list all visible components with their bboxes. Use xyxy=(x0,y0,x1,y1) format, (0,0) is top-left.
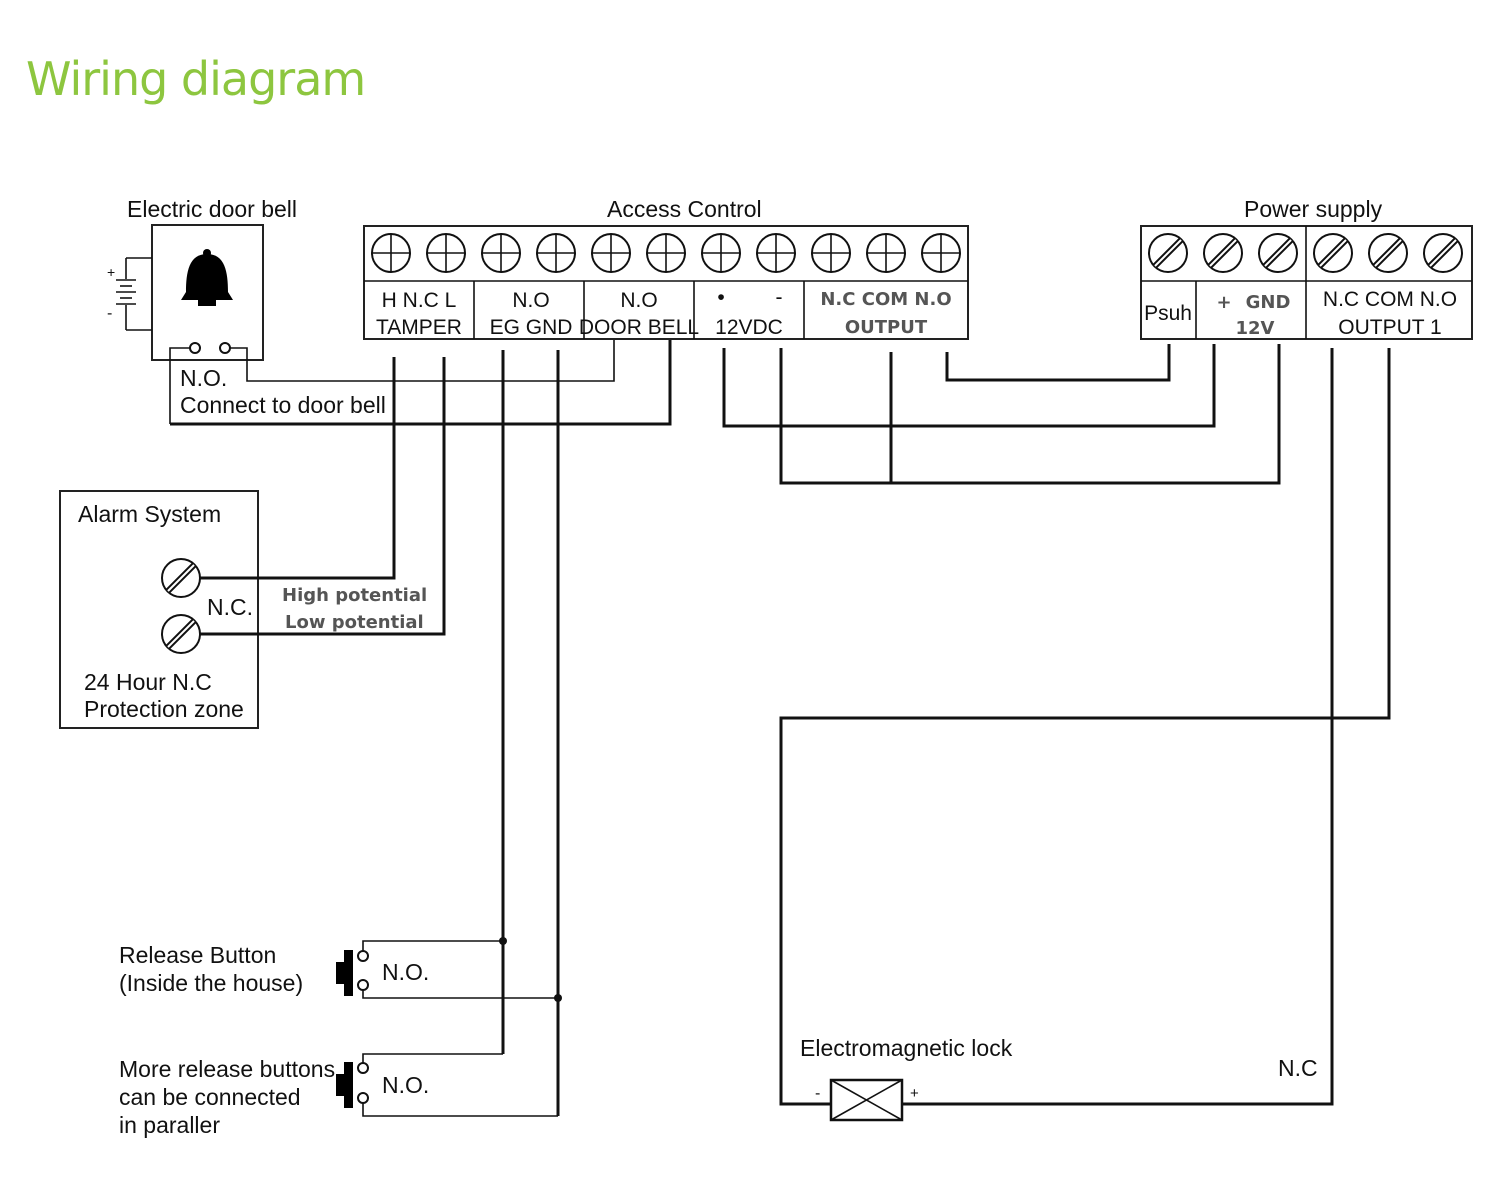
battery-minus-label: - xyxy=(107,305,112,322)
ps-gnd-label: GND xyxy=(1246,292,1291,313)
door-bell-bottom-label: DOOR BELL xyxy=(579,316,699,339)
access-control-terminal: Access Control H N.C L TAMPER xyxy=(363,196,969,340)
more-release-buttons: More release buttons can be connected in… xyxy=(119,1053,558,1138)
screw-terminal-icon xyxy=(161,614,201,654)
push-button-icon xyxy=(336,940,558,999)
release-button-contact: N.O. xyxy=(382,959,429,985)
lock-plus-label: + xyxy=(910,1085,919,1102)
screw-terminal-icon xyxy=(536,233,576,273)
door-bell-unit: Electric door bell + - xyxy=(107,196,615,424)
bell-icon xyxy=(181,249,233,306)
screw-terminal-icon xyxy=(1148,233,1188,273)
alarm-system: Alarm System N.C. 24 Hour N.C Protection… xyxy=(59,490,427,729)
push-button-icon xyxy=(336,1053,558,1117)
alarm-system-box xyxy=(59,490,259,729)
screw-terminal-icon xyxy=(811,233,851,273)
screw-terminal-icon xyxy=(701,233,741,273)
dc-minus-label: - xyxy=(776,286,783,309)
output1-top-label: N.C COM N.O xyxy=(1323,288,1457,311)
release-button: Release Button (Inside the house) N.O. xyxy=(119,940,558,999)
wire-dc-minus xyxy=(779,344,1281,485)
screw-terminal-icon xyxy=(921,233,961,273)
power-supply-title: Power supply xyxy=(1244,196,1383,222)
eg-gnd-top-label: N.O xyxy=(512,289,549,312)
more-buttons-line3: in paraller xyxy=(119,1112,220,1138)
lock-minus-label: - xyxy=(815,1085,820,1102)
door-bell-box xyxy=(151,224,264,361)
lock-coil-icon xyxy=(829,1078,904,1122)
screw-terminal-icon xyxy=(756,233,796,273)
lock-title: Electromagnetic lock xyxy=(800,1035,1013,1061)
junction-dot xyxy=(499,937,507,945)
output-bottom-label: OUTPUT xyxy=(845,317,928,338)
dc-bottom-label: 12VDC xyxy=(715,316,783,339)
screw-terminal-icon xyxy=(646,233,686,273)
access-control-title: Access Control xyxy=(607,196,762,222)
more-buttons-line2: can be connected xyxy=(119,1084,301,1110)
screw-terminal-icon xyxy=(1368,233,1408,273)
alarm-zone-line1: 24 Hour N.C xyxy=(84,669,212,695)
door-bell-title: Electric door bell xyxy=(127,196,297,222)
power-supply-terminal: Power supply Psuh + GND 12V N.C COM N.O … xyxy=(1140,196,1473,340)
junction-dot xyxy=(554,994,562,1002)
wire-door-bell-return xyxy=(170,340,672,426)
screw-terminal-icon xyxy=(1203,233,1243,273)
wire-dc-plus xyxy=(722,344,1216,428)
battery-icon: + - xyxy=(107,257,152,331)
screw-terminal-icon xyxy=(591,233,631,273)
page-title: Wiring diagram xyxy=(26,52,366,106)
ps-plus-label: + xyxy=(1216,292,1231,313)
ps-voltage-label: 12V xyxy=(1236,318,1275,339)
more-buttons-contact: N.O. xyxy=(382,1072,429,1098)
psuh-label: Psuh xyxy=(1144,302,1192,325)
alarm-high-label: High potential xyxy=(282,585,427,606)
lock-nc-label: N.C xyxy=(1278,1055,1318,1081)
release-button-line1: Release Button xyxy=(119,942,276,968)
screw-terminal-icon xyxy=(161,558,201,598)
door-bell-note: Connect to door bell xyxy=(180,392,386,418)
alarm-zone-line2: Protection zone xyxy=(84,696,244,722)
screw-terminal-icon xyxy=(1423,233,1463,273)
door-bell-top-label: N.O xyxy=(620,289,657,312)
tamper-bottom-label: TAMPER xyxy=(376,316,462,339)
alarm-low-label: Low potential xyxy=(285,612,424,633)
screw-terminal-icon xyxy=(426,233,466,273)
release-button-line2: (Inside the house) xyxy=(119,970,303,996)
wire-lock-com xyxy=(779,348,1391,1106)
wire-lock-nc xyxy=(902,348,1334,1106)
screw-terminal-icon xyxy=(371,233,411,273)
door-bell-contacts xyxy=(169,340,615,424)
battery-plus-label: + xyxy=(107,264,115,280)
output-top-label: N.C COM N.O xyxy=(820,289,951,310)
wiring xyxy=(170,340,1391,1116)
dc-plus-label: • xyxy=(717,286,724,309)
power-supply-screws xyxy=(1148,233,1463,273)
tamper-top-label: H N.C L xyxy=(382,289,457,312)
wire-tamper-low xyxy=(200,357,446,636)
screw-terminal-icon xyxy=(1313,233,1353,273)
screw-terminal-icon xyxy=(481,233,521,273)
alarm-title: Alarm System xyxy=(78,501,221,527)
wire-output-no xyxy=(945,344,1171,382)
screw-terminal-icon xyxy=(1258,233,1298,273)
output1-bottom-label: OUTPUT 1 xyxy=(1338,316,1441,339)
screw-terminal-icon xyxy=(866,233,906,273)
eg-gnd-bottom-label: EG GND xyxy=(490,316,573,339)
more-buttons-line1: More release buttons xyxy=(119,1056,335,1082)
wire-tamper-high xyxy=(200,357,396,580)
access-control-screws xyxy=(371,233,961,273)
door-bell-contact-label: N.O. xyxy=(180,365,227,391)
electromagnetic-lock: Electromagnetic lock - + N.C xyxy=(800,1035,1318,1122)
alarm-contact-label: N.C. xyxy=(207,594,253,620)
